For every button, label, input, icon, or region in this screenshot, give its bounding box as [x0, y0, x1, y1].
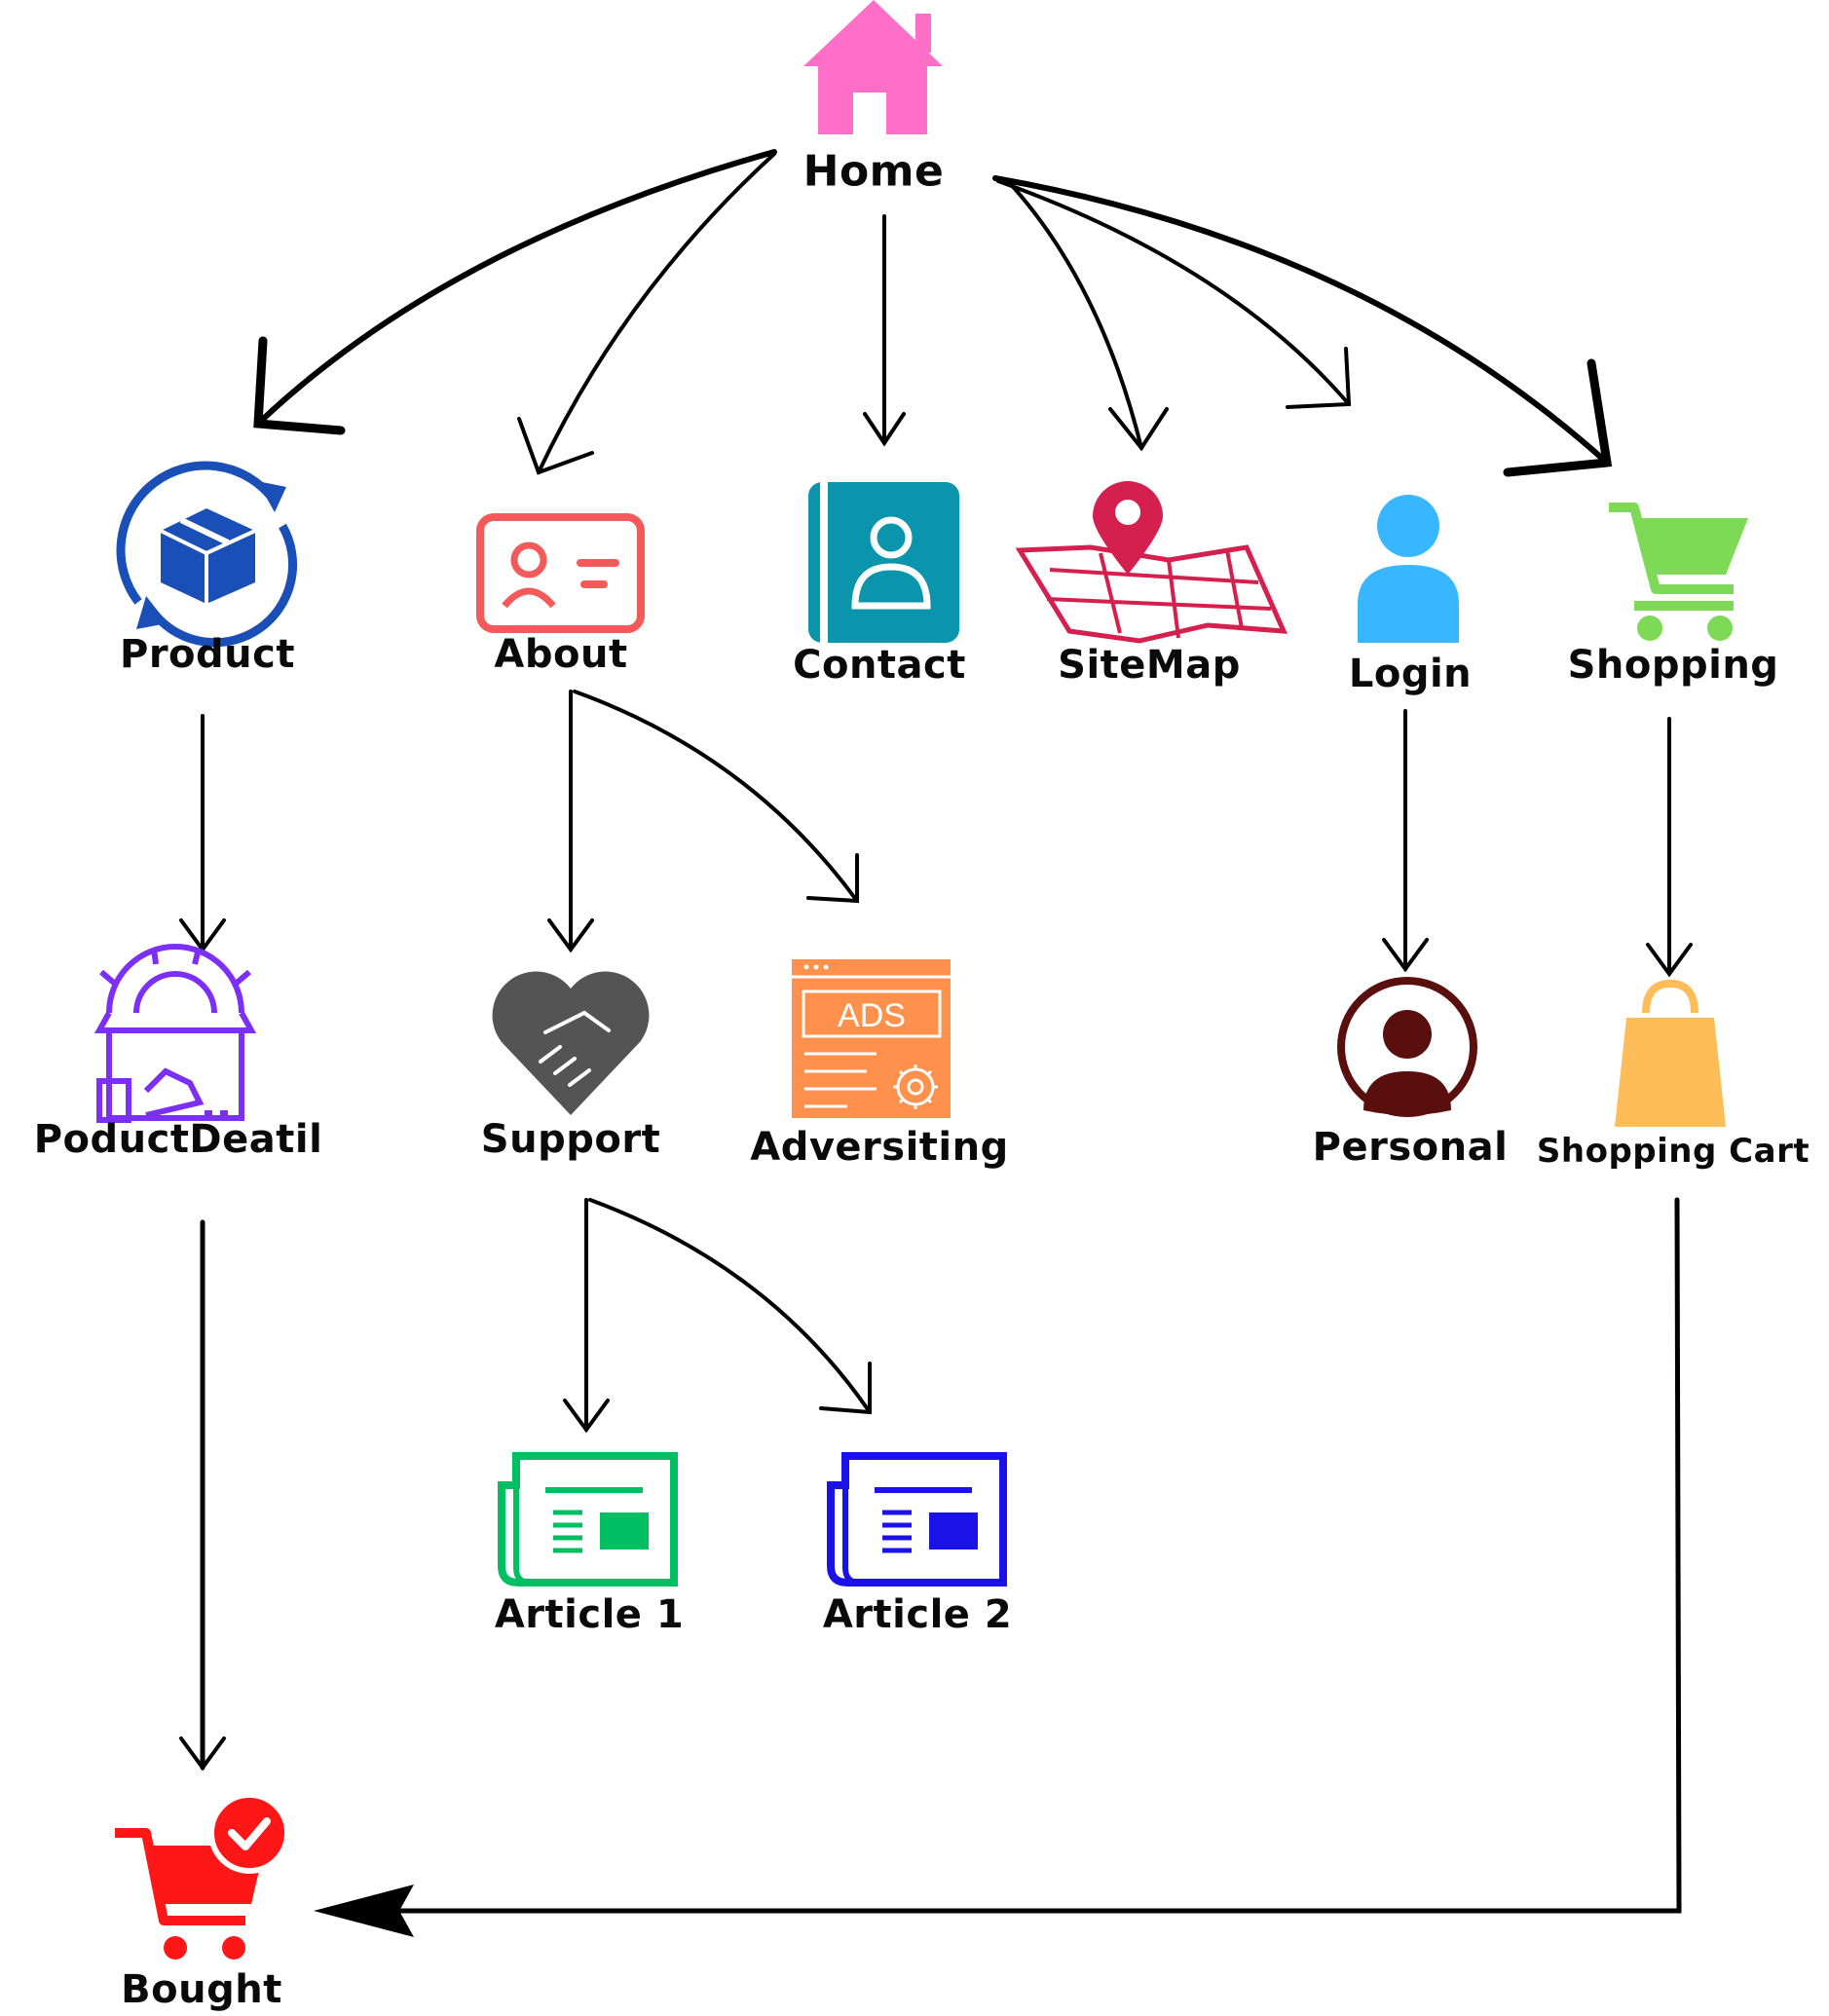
newspaper-icon — [498, 1452, 678, 1587]
arrowhead-bought-horizontal — [314, 1885, 414, 1937]
shopping-cart-icon — [1609, 503, 1748, 641]
ads-window-icon: ADS — [792, 959, 951, 1118]
arrowhead-shopping — [1503, 358, 1613, 477]
node-label-product: Product — [120, 632, 295, 677]
id-card-icon — [476, 513, 645, 633]
edge-home-product — [255, 149, 777, 427]
node-label-bought: Bought — [121, 1967, 282, 2012]
newspaper-icon — [827, 1452, 1007, 1587]
node-label-advertising: Adversiting — [750, 1125, 1009, 1170]
arrowhead-product — [253, 336, 346, 435]
node-label-article2: Article 2 — [822, 1592, 1013, 1637]
edge-home-sitemap — [1006, 179, 1143, 450]
arrowhead-support — [547, 918, 594, 953]
person-circle-icon — [1337, 977, 1477, 1117]
arrowhead-sitemap — [1108, 407, 1169, 452]
node-label-about: About — [494, 632, 628, 677]
node-label-shopping: Shopping — [1567, 643, 1779, 688]
handshake-heart-icon — [492, 971, 650, 1115]
box-gear-icon — [93, 944, 257, 1123]
node-label-sitemap: SiteMap — [1058, 643, 1241, 688]
arrowhead-login — [1286, 347, 1352, 409]
edge-support-article2 — [588, 1198, 872, 1414]
ads-label: ADS — [838, 997, 906, 1034]
node-label-home: Home — [803, 146, 945, 197]
arrowhead-personal — [1382, 938, 1429, 973]
arrowhead-article2 — [819, 1362, 872, 1415]
node-label-login: Login — [1348, 652, 1473, 696]
arrowhead-shoppingcart — [1646, 943, 1693, 978]
user-icon — [1358, 495, 1459, 643]
arrowhead-contact — [863, 412, 906, 447]
box-refresh-icon — [116, 461, 298, 648]
arrowhead-advertising — [806, 853, 859, 904]
edge-home-shopping — [992, 175, 1610, 466]
node-label-article1: Article 1 — [494, 1592, 685, 1637]
node-label-contact: Contact — [793, 643, 966, 688]
map-pin-icon — [1015, 481, 1288, 644]
arrowhead-about — [517, 417, 594, 475]
arrowhead-bought-vertical — [179, 1736, 226, 1772]
contact-book-icon — [808, 482, 959, 643]
edge-home-about — [537, 152, 776, 474]
node-label-support: Support — [480, 1117, 661, 1162]
cart-check-icon — [115, 1792, 290, 1960]
edge-home-login — [996, 179, 1351, 406]
house-icon — [803, 0, 943, 134]
edge-about-advertising — [573, 690, 859, 903]
node-label-productdetail: PoductDeatil — [33, 1117, 323, 1162]
node-label-shoppingcart: Shopping Cart — [1536, 1132, 1810, 1171]
arrowhead-article1 — [563, 1399, 610, 1434]
shopping-bag-icon — [1615, 979, 1726, 1127]
edge-shoppingcart-bought — [396, 1197, 1682, 1914]
node-label-personal: Personal — [1312, 1125, 1509, 1170]
